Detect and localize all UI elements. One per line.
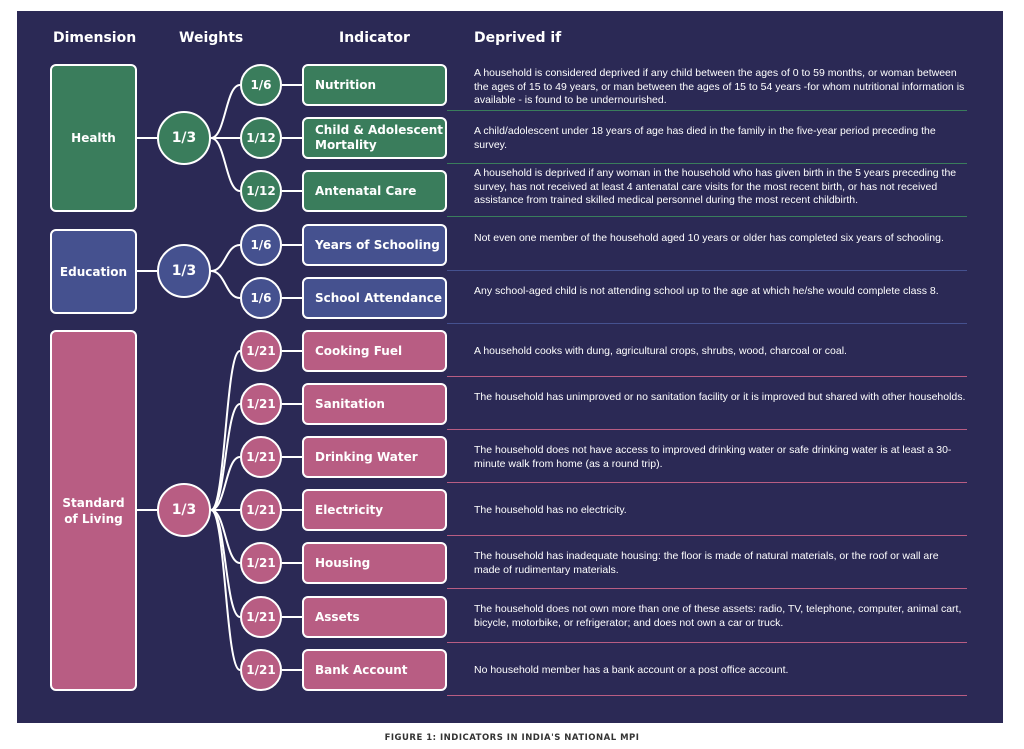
figure-caption: FIGURE 1: INDICATORS IN INDIA'S NATIONAL… [384,733,640,743]
header-dimension: Dimension [53,30,137,46]
row-divider [447,429,967,430]
indicator-assets: Assets [302,596,447,638]
indicator-housing: Housing [302,542,447,584]
dimension-standard-of-living: Standard of Living [50,330,137,691]
connector-branch-2-5 [210,509,241,618]
indicator-weight-school-attendance: 1/6 [240,277,282,319]
weight-circle-health: 1/3 [157,111,211,165]
deprived-if-housing: The household has inadequate housing: th… [474,550,939,576]
deprived-if-child-mortality: A child/adolescent under 18 years of age… [474,125,936,151]
deprived-if-sanitation: The household has unimproved or no sanit… [474,391,966,403]
deprived-if-drinking-water: The household does not have access to im… [474,444,952,470]
connector-branch-2-1 [210,403,241,511]
row-divider [447,323,967,324]
deprived-if-bank-account: No household member has a bank account o… [474,664,789,676]
indicator-weight-assets: 1/21 [240,596,282,638]
row-divider [447,216,967,217]
weight-circle-education: 1/3 [157,244,211,298]
indicator-bank-account: Bank Account [302,649,447,691]
indicator-drinking-water: Drinking Water [302,436,447,478]
deprived-if-school-attendance: Any school-aged child is not attending s… [474,285,939,297]
dimension-health: Health [50,64,137,212]
deprived-if-antenatal-care: A household is deprived if any woman in … [474,167,957,206]
connector-branch-0-2 [210,137,241,192]
row-divider [447,270,967,271]
indicator-sanitation: Sanitation [302,383,447,425]
row-divider [447,695,967,696]
row-divider [447,163,967,164]
indicator-weight-child-mortality: 1/12 [240,117,282,159]
connector-branch-2-6 [210,509,241,671]
header-weights: Weights [179,30,244,46]
deprived-if-electricity: The household has no electricity. [474,504,627,516]
indicator-years-of-schooling: Years of Schooling [302,224,447,266]
indicator-weight-electricity: 1/21 [240,489,282,531]
indicator-electricity: Electricity [302,489,447,531]
connector-branch-1-1 [210,270,241,299]
indicator-cooking-fuel: Cooking Fuel [302,330,447,372]
row-divider [447,376,967,377]
indicator-nutrition: Nutrition [302,64,447,106]
indicator-weight-nutrition: 1/6 [240,64,282,106]
indicator-weight-cooking-fuel: 1/21 [240,330,282,372]
connector-branch-1-0 [210,244,241,272]
indicator-weight-bank-account: 1/21 [240,649,282,691]
indicator-antenatal-care: Antenatal Care [302,170,447,212]
connector-branch-2-0 [210,350,241,511]
deprived-if-assets: The household does not own more than one… [474,603,962,629]
row-divider [447,588,967,589]
dimension-education: Education [50,229,137,314]
header-deprived-if: Deprived if [474,30,562,46]
deprived-if-nutrition: A household is considered deprived if an… [474,67,965,106]
indicator-weight-sanitation: 1/21 [240,383,282,425]
weight-circle-standard-of-living: 1/3 [157,483,211,537]
connector-branch-2-2 [210,456,241,511]
indicator-school-attendance: School Attendance [302,277,447,319]
row-divider [447,110,967,111]
header-indicator: Indicator [339,30,410,46]
deprived-if-cooking-fuel: A household cooks with dung, agricultura… [474,345,847,357]
indicator-weight-antenatal-care: 1/12 [240,170,282,212]
deprived-if-years-of-schooling: Not even one member of the household age… [474,232,944,244]
row-divider [447,642,967,643]
indicator-weight-housing: 1/21 [240,542,282,584]
row-divider [447,535,967,536]
indicator-weight-years-of-schooling: 1/6 [240,224,282,266]
connector-branch-0-0 [210,84,241,139]
indicator-weight-drinking-water: 1/21 [240,436,282,478]
row-divider [447,482,967,483]
indicator-child-mortality: Child & Adolescent Mortality [302,117,447,159]
